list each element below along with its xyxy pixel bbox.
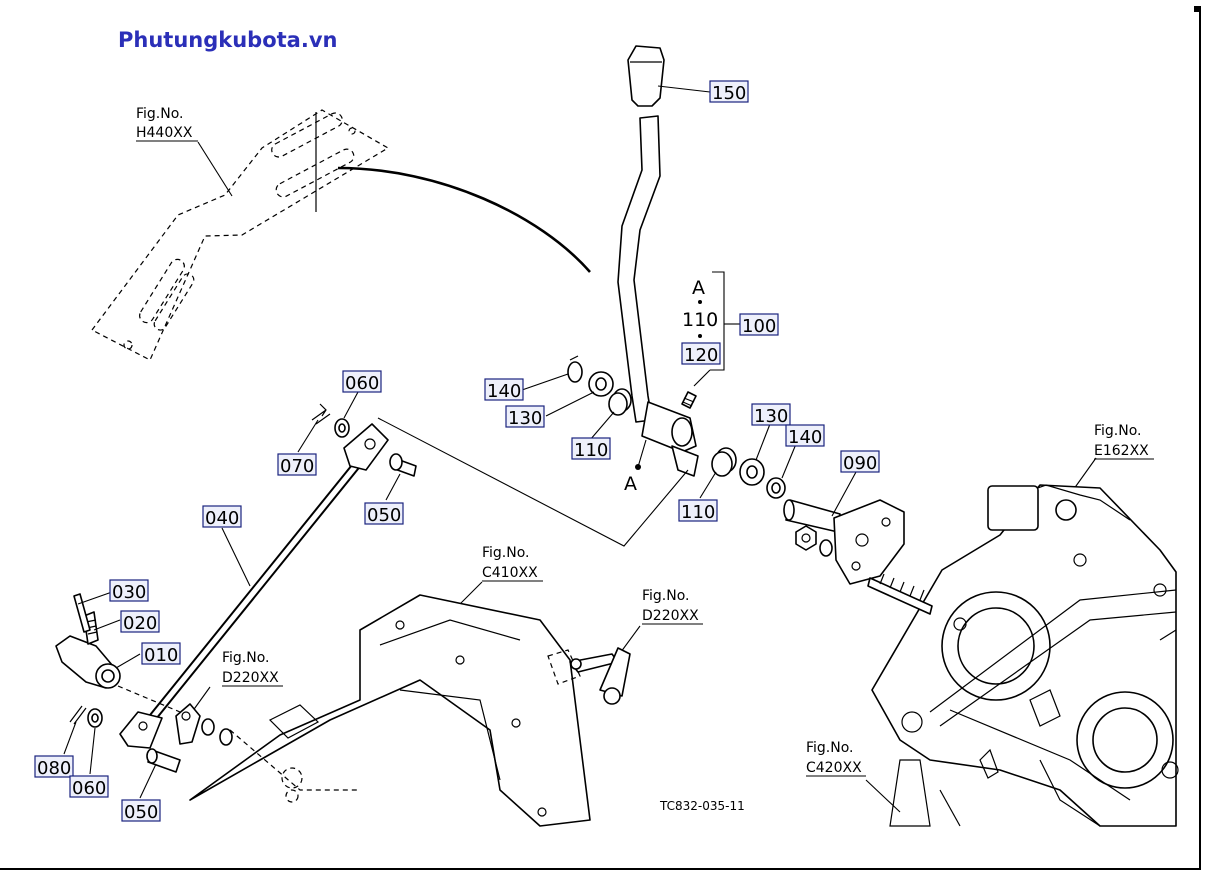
- part-number: 110: [574, 440, 608, 461]
- pin-050-top: [389, 453, 417, 477]
- shaft-090: [783, 499, 933, 615]
- figref-d220b-label: Fig.No.: [222, 650, 270, 666]
- part-number: 080: [37, 758, 71, 779]
- part-number: 010: [144, 645, 178, 666]
- part-label-060-top[interactable]: 060: [342, 370, 382, 394]
- brace-100: [710, 271, 725, 371]
- part-number: 050: [124, 802, 158, 823]
- part-label-040[interactable]: 040: [202, 505, 242, 529]
- part-number: 020: [123, 613, 157, 634]
- figref-c420[interactable]: Fig.No. C420XX: [806, 740, 866, 777]
- frame-corner-mark: [1194, 6, 1200, 12]
- arm-d220-center: [547, 647, 631, 705]
- washer-060-bottom: [87, 708, 103, 728]
- part-label-120[interactable]: 120: [681, 342, 721, 366]
- marker-dot-120: [698, 334, 702, 338]
- part-label-150[interactable]: 150: [709, 80, 749, 104]
- figref-h440-label: Fig.No.: [136, 106, 184, 122]
- bushing-110b: [711, 447, 737, 477]
- figref-e162[interactable]: Fig.No. E162XX: [1094, 423, 1154, 460]
- washer-060-top: [334, 418, 350, 438]
- figref-c410[interactable]: Fig.No. C410XX: [482, 545, 543, 582]
- part-label-110-left[interactable]: 110: [571, 437, 611, 461]
- washer-130a: [588, 371, 614, 397]
- pin-030: [73, 593, 91, 633]
- bracket-h440-outline: [91, 109, 390, 361]
- part-number: 110: [681, 502, 715, 523]
- figref-c410-label: Fig.No.: [482, 545, 530, 561]
- arm-010: [55, 635, 181, 713]
- part-number: 030: [112, 582, 146, 603]
- label-a-top: A: [692, 277, 705, 299]
- label-110-plain: 110: [682, 309, 718, 331]
- clevis-top: [343, 423, 389, 471]
- part-label-050-bottom[interactable]: 050: [121, 799, 161, 823]
- figref-d220a-label: Fig.No.: [642, 588, 690, 604]
- part-label-140-right[interactable]: 140: [785, 424, 825, 448]
- part-number: 070: [280, 456, 314, 477]
- part-label-140-left[interactable]: 140: [484, 378, 524, 402]
- part-number: 060: [345, 373, 379, 394]
- knob-150: [627, 45, 665, 107]
- figref-h440[interactable]: Fig.No. H440XX: [136, 106, 198, 142]
- lever-100: [617, 115, 699, 477]
- part-number: 050: [367, 505, 401, 526]
- bracket-d220-lower: [175, 703, 233, 746]
- figref-c420-label: Fig.No.: [806, 740, 854, 756]
- figref-e162-code[interactable]: E162XX: [1094, 443, 1149, 459]
- part-number: 100: [742, 316, 776, 337]
- nut-and-washer: [795, 525, 833, 557]
- part-number: 150: [712, 83, 746, 104]
- link-guide-line: [377, 417, 689, 547]
- part-number: 140: [487, 381, 521, 402]
- part-number: 090: [843, 453, 877, 474]
- cable-arc: [337, 166, 591, 273]
- housing-e162-c420: [871, 484, 1179, 827]
- part-label-060-bottom[interactable]: 060: [69, 775, 109, 799]
- part-label-020[interactable]: 020: [120, 610, 160, 634]
- circlip-140b: [766, 477, 786, 499]
- part-label-100[interactable]: 100: [739, 313, 779, 337]
- pin-050-bottom: [146, 748, 181, 773]
- figref-e162-label: Fig.No.: [1094, 423, 1142, 439]
- rod-040: [145, 459, 363, 725]
- diagram-code: TC832-035-11: [659, 799, 745, 813]
- figref-d220-center[interactable]: Fig.No. D220XX: [642, 588, 703, 625]
- cotter-pin-070: [311, 403, 331, 425]
- nipple-120: [681, 391, 697, 409]
- part-label-090[interactable]: 090: [840, 450, 880, 474]
- figref-d220b-code[interactable]: D220XX: [222, 670, 279, 686]
- part-label-080[interactable]: 080: [34, 755, 74, 779]
- washer-130b: [739, 458, 765, 486]
- site-watermark[interactable]: Phutungkubota.vn: [118, 28, 338, 52]
- figref-h440-code[interactable]: H440XX: [136, 125, 193, 141]
- part-number: 140: [788, 427, 822, 448]
- part-number: 040: [205, 508, 239, 529]
- part-label-130-left[interactable]: 130: [505, 405, 545, 429]
- label-a-bottom: A: [624, 473, 637, 495]
- clevis-bottom: [119, 711, 163, 749]
- housing-c410: [189, 594, 591, 827]
- part-label-070[interactable]: 070: [277, 453, 317, 477]
- cotter-pin-080: [69, 705, 87, 725]
- part-label-110-right[interactable]: 110: [678, 499, 718, 523]
- part-number: 060: [72, 778, 106, 799]
- part-label-030[interactable]: 030: [109, 579, 149, 603]
- figref-d220a-code[interactable]: D220XX: [642, 608, 699, 624]
- bushing-110a: [608, 388, 632, 416]
- part-number: 130: [508, 408, 542, 429]
- circlip-140a: [567, 355, 583, 383]
- part-number: 130: [754, 406, 788, 427]
- part-label-050-top[interactable]: 050: [364, 502, 404, 526]
- part-number: 120: [684, 345, 718, 366]
- part-label-130-right[interactable]: 130: [751, 403, 791, 427]
- part-label-010[interactable]: 010: [141, 642, 181, 666]
- marker-dot-110: [698, 300, 702, 304]
- figref-c420-code[interactable]: C420XX: [806, 760, 862, 776]
- figref-d220-lower[interactable]: Fig.No. D220XX: [222, 650, 283, 687]
- figref-c410-code[interactable]: C410XX: [482, 565, 538, 581]
